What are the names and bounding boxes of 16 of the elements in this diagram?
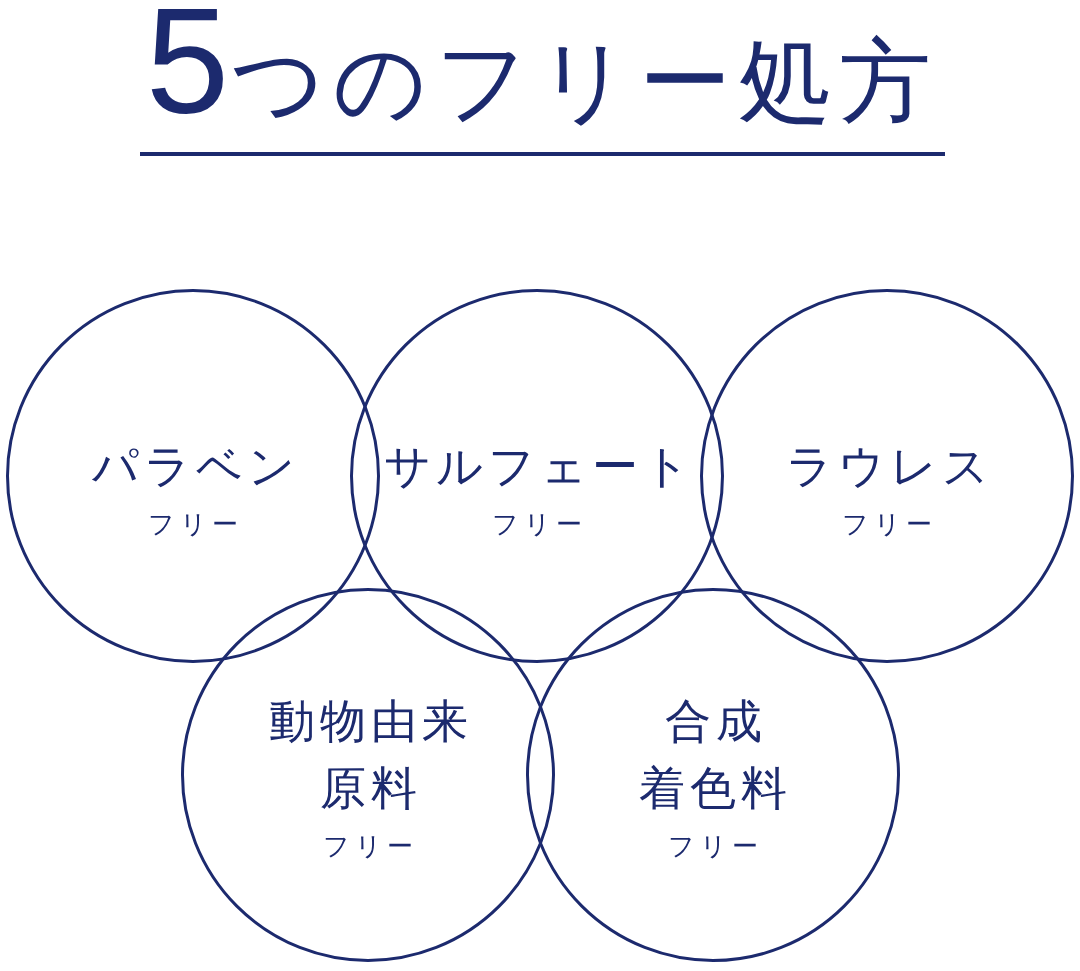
circle-node [700,289,1074,663]
ingredient-label: パラベン [90,437,300,495]
circle-node [350,289,724,663]
circle-node [6,289,380,663]
ingredient-label: 動物由来原料 [267,693,473,817]
circle-node [181,588,555,962]
free-caption: フリー [322,831,418,862]
title: 5つのフリー処方 [144,0,941,146]
circle-node [526,588,900,962]
free-caption: フリー [667,831,763,862]
ingredient-label: 合成着色料 [638,693,792,817]
ingredient-label: ラウレス [784,437,994,495]
free-caption: フリー [841,508,937,540]
ingredient-label: サルフェート [383,437,695,495]
free-caption: フリー [147,508,243,540]
free-caption: フリー [491,508,587,540]
